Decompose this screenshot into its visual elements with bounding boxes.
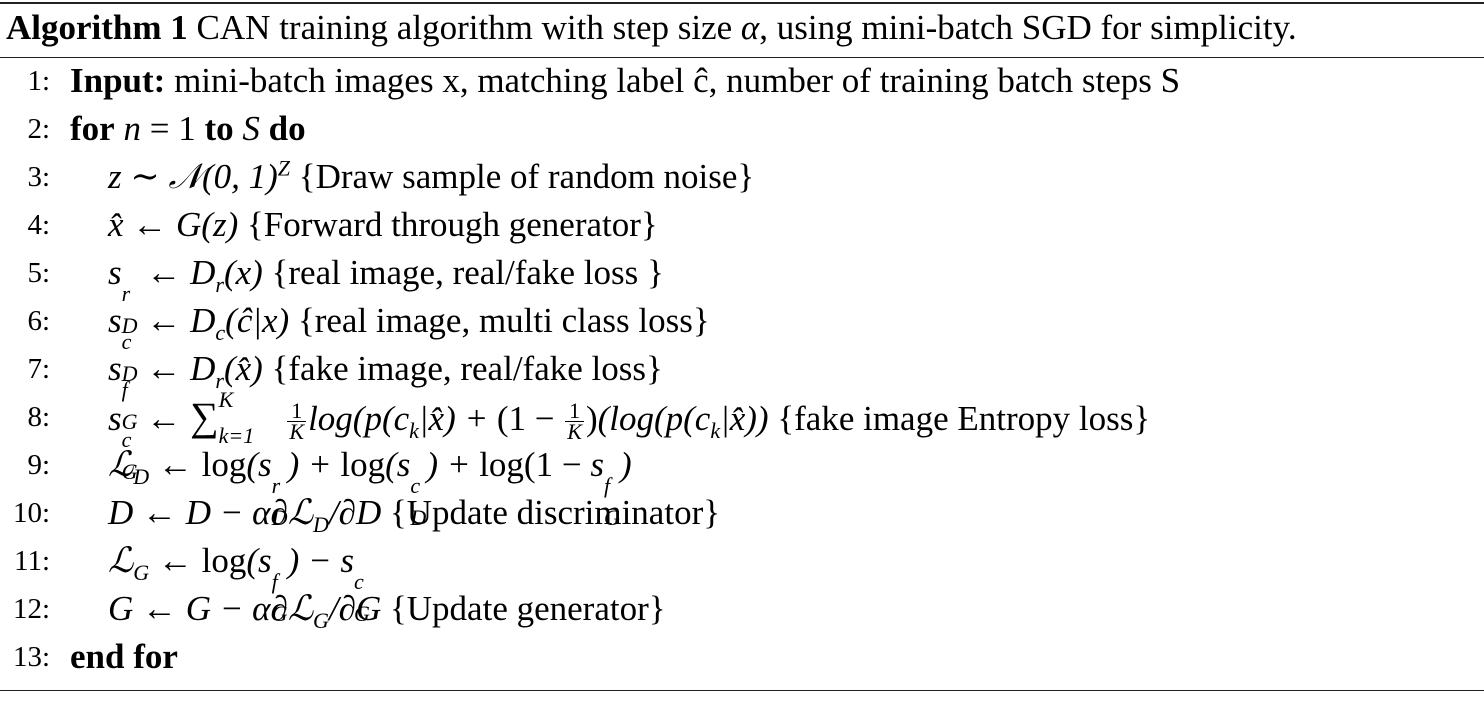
step-comment: {Update generator}	[381, 589, 666, 628]
step-2: 2: for n = 1 to S do	[0, 105, 1484, 153]
caption-rule	[0, 57, 1484, 58]
line-number: 8:	[27, 401, 50, 433]
do-keyword: do	[268, 109, 306, 148]
step-comment: {fake image, real/fake loss}	[262, 349, 663, 388]
for-keyword: for	[70, 109, 115, 148]
step-3: 3: z ∼ 𝒩(0, 1)Z {Draw sample of random n…	[0, 153, 1484, 201]
step-body: x̂ ← G(z) {Forward through generator}	[108, 201, 658, 249]
loop-bound: S	[242, 109, 260, 148]
noise-expr: z ∼ 𝒩(0, 1)	[108, 157, 278, 196]
line-number: 13:	[12, 641, 50, 673]
line-number: 12:	[12, 593, 50, 625]
step-10: 10: D ← D − α∂ℒD/∂D {Update discriminato…	[0, 489, 1484, 537]
caption-alpha: α	[740, 8, 760, 47]
disc-update-expr: D ← D − α∂ℒD/∂D	[108, 493, 382, 537]
line-number: 4:	[27, 209, 50, 241]
line-number: 10:	[12, 497, 50, 529]
step-1: 1: Input: mini-batch images x, matching …	[0, 57, 1484, 105]
line-number: 9:	[27, 449, 50, 481]
step-body: end for	[70, 633, 178, 681]
gen-update-expr: G ← G − α∂ℒG/∂G	[108, 589, 382, 633]
step-body: G ← G − α∂ℒG/∂G {Update generator}	[108, 585, 666, 633]
top-rule	[0, 2, 1484, 4]
step-comment: {Update discriminator}	[381, 493, 721, 532]
step-comment: {Draw sample of random noise}	[290, 157, 755, 196]
input-text: mini-batch images x, matching label ĉ, n…	[165, 61, 1181, 100]
noise-dim: Z	[277, 155, 291, 181]
caption-text-before: CAN training algorithm with step size	[187, 8, 741, 47]
step-comment: {real image, multi class loss}	[289, 301, 710, 340]
step-13: 13: end for	[0, 633, 1484, 681]
step-body: D ← D − α∂ℒD/∂D {Update discriminator}	[108, 489, 720, 537]
bottom-rule	[0, 690, 1484, 691]
to-keyword: to	[204, 109, 234, 148]
line-number: 3:	[27, 161, 50, 193]
end-for-keyword: end for	[70, 637, 178, 676]
line-number: 5:	[27, 257, 50, 289]
line-number: 2:	[27, 113, 50, 145]
line-number: 7:	[27, 353, 50, 385]
step-comment: {fake image Entropy loss}	[768, 399, 1151, 438]
step-comment: {Forward through generator}	[238, 205, 658, 244]
step-comment: {real image, real/fake loss }	[262, 253, 664, 292]
caption-text: Algorithm 1 CAN training algorithm with …	[6, 6, 1297, 50]
input-keyword: Input:	[70, 61, 166, 100]
line-number: 1:	[27, 65, 50, 97]
generator-expr: x̂ ← G(z)	[108, 205, 239, 244]
loop-var: n	[123, 109, 141, 148]
caption-label: Algorithm 1	[6, 8, 188, 47]
line-number: 11:	[14, 545, 50, 577]
step-body: Input: mini-batch images x, matching lab…	[70, 57, 1180, 105]
step-12: 12: G ← G − α∂ℒG/∂G {Update generator}	[0, 585, 1484, 633]
caption-text-after: , using mini-batch SGD for simplicity.	[759, 8, 1297, 47]
step-body: for n = 1 to S do	[70, 109, 306, 148]
step-4: 4: x̂ ← G(z) {Forward through generator}	[0, 201, 1484, 249]
line-number: 6:	[27, 305, 50, 337]
step-body: z ∼ 𝒩(0, 1)Z {Draw sample of random nois…	[108, 153, 754, 201]
